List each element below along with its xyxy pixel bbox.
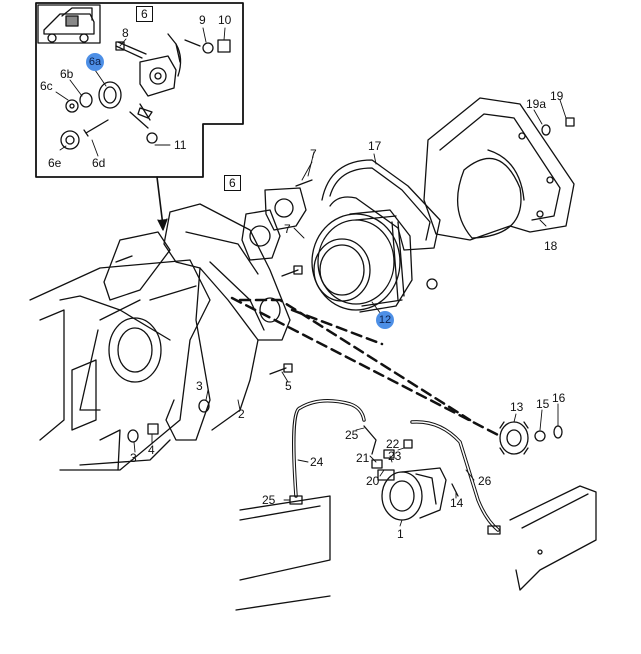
callout-label: 25	[262, 493, 276, 507]
callout-label: 20	[366, 474, 380, 488]
callout-label: 25	[345, 428, 359, 442]
callout-label: 3	[130, 451, 137, 465]
bolt-7-icon	[295, 179, 313, 187]
callout-label-highlighted: 12	[376, 311, 394, 329]
centerline-dashed	[230, 296, 502, 438]
callout-label: 8	[122, 26, 129, 40]
inset-frame	[35, 2, 244, 178]
callout-label: 4	[148, 443, 155, 457]
gear-13-icon	[499, 421, 563, 455]
air-compressor-1-icon	[377, 467, 447, 521]
callout-label: 9	[199, 13, 206, 27]
bolt-7b-icon	[281, 265, 303, 277]
nut-4-icon	[147, 423, 159, 435]
callout-label: 14	[450, 496, 464, 510]
callout-label: 22	[386, 437, 400, 451]
callout-label: 18	[544, 239, 558, 253]
engine-block-outline	[29, 259, 211, 471]
washer-3-icon	[198, 399, 210, 413]
callout-label: 21	[356, 451, 370, 465]
callout-label: 19	[550, 89, 564, 103]
inset-reference-box: 6	[136, 6, 153, 22]
callout-label: 23	[388, 449, 402, 463]
washers-6b-6c-icon	[65, 92, 93, 113]
fitting-26-end-icon	[487, 525, 501, 535]
callout-label: 11	[174, 138, 187, 152]
callout-label: 2	[238, 407, 245, 421]
callout-label: 5	[285, 379, 292, 393]
callout-label: 6c	[40, 79, 53, 93]
washer-3b-icon	[127, 429, 139, 443]
callout-label: 15	[536, 397, 550, 411]
support-bracket-2-icon	[79, 203, 291, 441]
callout-label-highlighted: 6a	[86, 53, 104, 71]
callout-label: 3	[196, 379, 203, 393]
callout-label: 6e	[48, 156, 62, 170]
callout-label: 7	[284, 222, 291, 236]
callout-label: 16	[552, 391, 566, 405]
callout-label: 19a	[526, 97, 547, 111]
callout-label: 1	[397, 527, 404, 541]
callout-label: 26	[478, 474, 492, 488]
tensioner-assembly-icon	[115, 33, 182, 144]
callout-label: 13	[510, 400, 524, 414]
bolt-6d-icon	[83, 119, 109, 137]
mounting-plate-6-icon	[241, 187, 307, 261]
callout-label: 24	[310, 455, 324, 469]
bolt-19-icon	[541, 117, 575, 136]
pipe-24-icon	[292, 399, 366, 498]
fittings-20-23-icon	[363, 425, 413, 469]
drive-belt-17-icon	[321, 159, 441, 251]
truck-thumbnail-icon	[37, 4, 101, 44]
fitting-14-icon	[451, 483, 459, 497]
bolt-8-icon	[115, 41, 125, 51]
callout-label: 17	[368, 139, 382, 153]
leader-lines	[55, 27, 567, 527]
callout-label: 6b	[60, 67, 74, 81]
pulley-6a-icon	[98, 81, 122, 109]
main-reference-box: 6	[224, 175, 241, 191]
callout-label: 6d	[92, 156, 106, 170]
callout-label: 10	[218, 13, 232, 27]
nut-pulley-icon	[426, 278, 438, 290]
inset-bolts-9-10-icon	[184, 39, 231, 54]
detail-pointer-arrow	[156, 176, 164, 227]
cover-18-icon	[423, 97, 575, 241]
crankshaft-pulley-12-icon	[311, 209, 413, 313]
chassis-frame-rails-icon	[235, 485, 597, 611]
washer-6e-icon	[60, 130, 80, 150]
callout-label: 7	[310, 147, 317, 161]
bolt-5-icon	[269, 363, 293, 375]
